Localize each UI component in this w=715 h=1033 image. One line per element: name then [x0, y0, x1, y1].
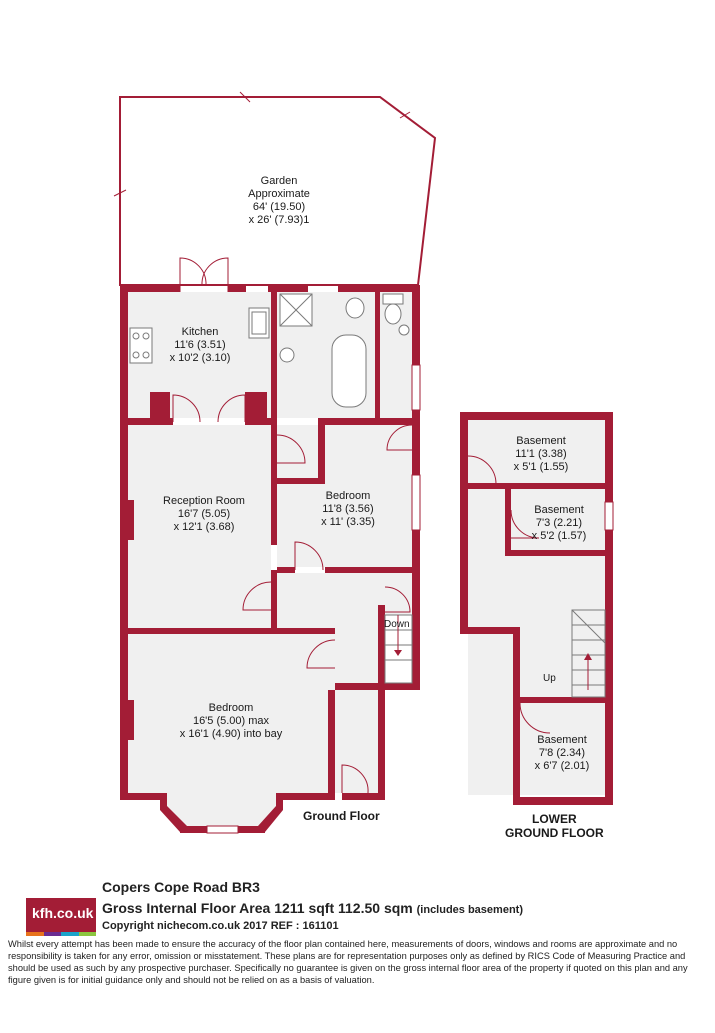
- room-label-bedroom-rear: Bedroom 11'8 (3.56) x 11' (3.35): [321, 490, 375, 529]
- floor-label-line: GROUND FLOOR: [505, 826, 604, 840]
- room-dimension: 11'8 (3.56): [322, 503, 374, 515]
- stairs-up-label: Up: [543, 673, 556, 684]
- room-dimension: 11'6 (3.51): [174, 339, 226, 351]
- stairs-down-label: Down: [384, 619, 410, 630]
- room-dimension: 64' (19.50): [252, 201, 306, 213]
- kfh-logo[interactable]: kfh.co.uk: [26, 898, 96, 936]
- room-name: Reception Room: [163, 495, 245, 507]
- room-label-reception: Reception Room 16'7 (5.05) x 12'1 (3.68): [163, 495, 245, 534]
- room-name: Bedroom: [325, 490, 371, 502]
- basin-icon: [279, 347, 295, 363]
- lower-ground-floor: [460, 412, 614, 805]
- gia-note: (includes basement): [416, 904, 523, 916]
- logo-text: kfh.co.uk: [32, 905, 94, 921]
- ground-floor: [128, 292, 412, 826]
- logo-bar-segment: [43, 932, 61, 936]
- room-dimension: 16'5 (5.00) max: [192, 715, 270, 727]
- garden-outline: [119, 96, 437, 286]
- gia-label: Gross Internal Floor Area 1211 sqft 112.…: [102, 900, 413, 916]
- ground-floor-label: Ground Floor: [303, 809, 380, 823]
- garden-break-mark: [239, 91, 251, 103]
- floor-plan: [113, 91, 614, 834]
- room-dimension: x 10'2 (3.10): [169, 352, 231, 364]
- room-name: Basement: [516, 435, 566, 447]
- fixtures: [129, 293, 413, 684]
- room-label-basement-1: Basement 11'1 (3.38) x 5'1 (1.55): [514, 435, 569, 474]
- room-dimension: x 26' (7.93)1: [248, 214, 310, 226]
- room-label-basement-3: Basement 7'8 (2.34) x 6'7 (2.01): [535, 734, 590, 773]
- room-dimension: x 16'1 (4.90) into bay: [179, 728, 283, 740]
- room-dimension: x 6'7 (2.01): [534, 760, 590, 772]
- room-label-bedroom-front: Bedroom 16'5 (5.00) max x 16'1 (4.90) in…: [180, 702, 282, 741]
- garden-break-mark: [399, 111, 411, 119]
- room-dimension: x 12'1 (3.68): [173, 521, 235, 533]
- room-dimension: 11'1 (3.38): [515, 448, 567, 460]
- room-label-kitchen: Kitchen 11'6 (3.51) x 10'2 (3.10): [170, 326, 231, 365]
- bath-icon: [331, 334, 367, 408]
- lower-ground-floor-label: LOWER GROUND FLOOR: [505, 812, 604, 840]
- basin-icon: [398, 324, 410, 336]
- room-dimension: x 11' (3.35): [321, 516, 375, 528]
- copyright-text: Copyright nichecom.co.uk 2017 REF : 1611…: [102, 920, 339, 932]
- property-address: Copers Cope Road BR3: [102, 879, 260, 895]
- room-dimension: x 5'2 (1.57): [531, 530, 587, 542]
- wc-icon: [384, 303, 402, 325]
- logo-color-bar: [26, 932, 96, 936]
- room-dimension: 7'3 (2.21): [535, 517, 583, 529]
- room-dimension: 7'8 (2.34): [538, 747, 586, 759]
- disclaimer-text: Whilst every attempt has been made to en…: [8, 939, 688, 985]
- room-name: Basement: [534, 504, 584, 516]
- room-dimension: 16'7 (5.05): [177, 508, 231, 520]
- ground-floor-walls: [120, 285, 420, 833]
- logo-bar-segment: [26, 932, 44, 936]
- room-name: Garden: [260, 175, 298, 187]
- windows: [206, 364, 421, 834]
- room-name: Basement: [537, 734, 587, 746]
- doors: [172, 257, 413, 794]
- wc-icon: [345, 297, 365, 319]
- room-detail: Approximate: [248, 188, 310, 200]
- room-dimension: x 5'1 (1.55): [513, 461, 569, 473]
- logo-bar-segment: [61, 932, 79, 936]
- floor-label-line: LOWER: [532, 812, 577, 826]
- room-label-garden: Garden Approximate 64' (19.50) x 26' (7.…: [248, 175, 310, 227]
- hob-icon: [129, 327, 153, 364]
- room-name: Kitchen: [181, 326, 219, 338]
- room-name: Bedroom: [208, 702, 254, 714]
- room-label-basement-2: Basement 7'3 (2.21) x 5'2 (1.57): [532, 504, 587, 543]
- gross-internal-area: Gross Internal Floor Area 1211 sqft 112.…: [102, 900, 523, 916]
- logo-bar-segment: [78, 932, 96, 936]
- garden-break-mark: [113, 189, 127, 197]
